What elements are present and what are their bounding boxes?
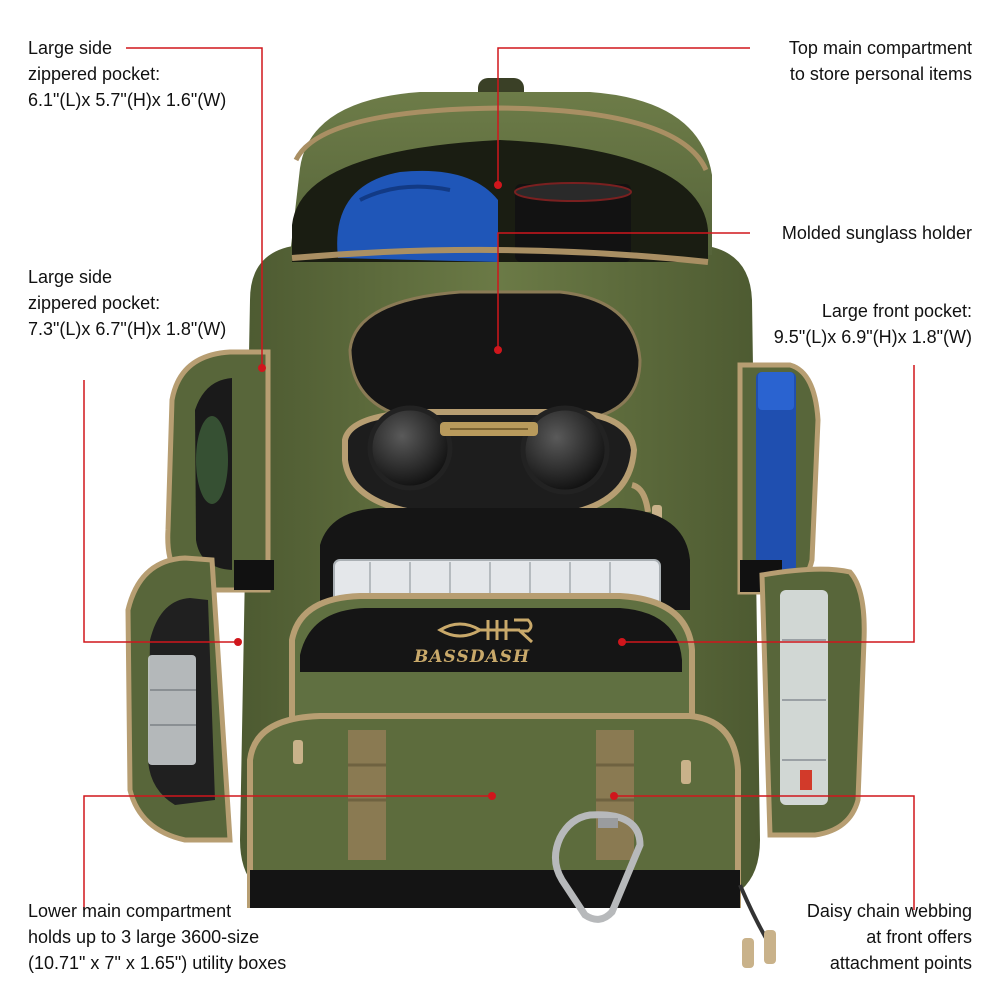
- callout-lower-main-compartment: Lower main compartment holds up to 3 lar…: [28, 898, 286, 976]
- callout-front-pocket: Large front pocket: 9.5"(L)x 6.9"(H)x 1.…: [774, 298, 972, 350]
- callout-top-left-side-pocket: Large side zippered pocket: 6.1"(L)x 5.7…: [28, 35, 226, 113]
- callout-line: 7.3"(L)x 6.7"(H)x 1.8"(W): [28, 319, 227, 339]
- callout-top-main-compartment: Top main compartment to store personal i…: [789, 35, 972, 87]
- callout-mid-left-side-pocket: Large side zippered pocket: 7.3"(L)x 6.7…: [28, 264, 226, 342]
- callout-line: attachment points: [829, 953, 972, 973]
- callout-line: zippered pocket:: [28, 293, 161, 313]
- callout-line: Large side: [28, 267, 113, 287]
- callout-line: Large side: [28, 38, 113, 58]
- callout-line: at front offers: [866, 927, 972, 947]
- callout-leaders: [83, 47, 915, 910]
- brand-name: BASSDASH: [414, 647, 531, 667]
- sunglasses: [367, 405, 610, 495]
- callout-line: Top main compartment: [788, 38, 972, 58]
- carabiner: [552, 811, 644, 923]
- callout-line: Lower main compartment: [28, 901, 232, 921]
- callout-daisy-chain: Daisy chain webbing at front offers atta…: [807, 898, 972, 976]
- callout-line: Molded sunglass holder: [781, 223, 972, 243]
- thermos: [515, 184, 631, 262]
- callout-sunglass-holder: Molded sunglass holder: [782, 220, 972, 246]
- callout-line: 9.5"(L)x 6.9"(H)x 1.8"(W): [773, 327, 972, 347]
- brand-fish-logo-icon: [437, 618, 534, 644]
- callout-line: Daisy chain webbing: [806, 901, 972, 921]
- sunglass-holder: [348, 290, 642, 424]
- callout-line: (10.71" x 7" x 1.65") utility boxes: [28, 953, 287, 973]
- callout-line: to store personal items: [789, 64, 972, 84]
- callout-line: 6.1"(L)x 5.7"(H)x 1.6"(W): [28, 90, 227, 110]
- callout-line: zippered pocket:: [28, 64, 161, 84]
- callout-line: Large front pocket:: [821, 301, 972, 321]
- callout-line: holds up to 3 large 3600-size: [28, 927, 260, 947]
- webbing-left: [348, 730, 386, 860]
